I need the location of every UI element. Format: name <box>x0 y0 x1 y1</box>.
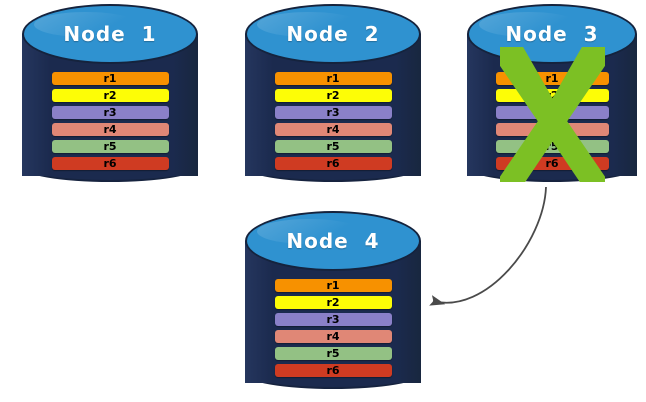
node-4-top-gloss <box>257 218 361 244</box>
node-4-record-r3[interactable]: r3 <box>274 313 392 326</box>
node-3-record-r3[interactable]: r3 <box>495 106 609 119</box>
node-1-record-r5[interactable]: r5 <box>51 140 169 153</box>
node-2-record-r1[interactable]: r1 <box>274 72 392 85</box>
node-4-cylinder-top <box>245 211 421 271</box>
node-3-record-r6[interactable]: r6 <box>495 157 609 170</box>
node-3-cylinder-top <box>467 4 637 64</box>
node-4-record-r4[interactable]: r4 <box>274 330 392 343</box>
node-4-records: r1 r2 r3 r4 r5 r6 <box>245 279 421 377</box>
node-1-cylinder-top <box>22 4 198 64</box>
node-2-record-r4[interactable]: r4 <box>274 123 392 136</box>
node-2-records: r1 r2 r3 r4 r5 r6 <box>245 72 421 170</box>
node-1-record-r4[interactable]: r4 <box>51 123 169 136</box>
node-4-record-r1[interactable]: r1 <box>274 279 392 292</box>
node-2-record-r5[interactable]: r5 <box>274 140 392 153</box>
node-3-record-r2[interactable]: r2 <box>495 89 609 102</box>
node-3-record-r5[interactable]: r5 <box>495 140 609 153</box>
node-1-record-r2[interactable]: r2 <box>51 89 169 102</box>
node-1-record-r1[interactable]: r1 <box>51 72 169 85</box>
node-3-record-r1[interactable]: r1 <box>495 72 609 85</box>
node-2-cylinder-top <box>245 4 421 64</box>
node-3-records: r1 r2 r3 r4 r5 r6 <box>467 72 637 170</box>
node-2-record-r3[interactable]: r3 <box>274 106 392 119</box>
node-1-top-gloss <box>34 11 138 37</box>
node-1-record-r3[interactable]: r3 <box>51 106 169 119</box>
node-2-record-r2[interactable]: r2 <box>274 89 392 102</box>
node-1-records: r1 r2 r3 r4 r5 r6 <box>22 72 198 170</box>
node-4-record-r2[interactable]: r2 <box>274 296 392 309</box>
node-2-top-gloss <box>257 11 361 37</box>
node-2-record-r6[interactable]: r6 <box>274 157 392 170</box>
node-4-record-r5[interactable]: r5 <box>274 347 392 360</box>
node-3-top-gloss <box>478 11 579 37</box>
node-1-record-r6[interactable]: r6 <box>51 157 169 170</box>
node-3-record-r4[interactable]: r4 <box>495 123 609 136</box>
node-4-record-r6[interactable]: r6 <box>274 364 392 377</box>
